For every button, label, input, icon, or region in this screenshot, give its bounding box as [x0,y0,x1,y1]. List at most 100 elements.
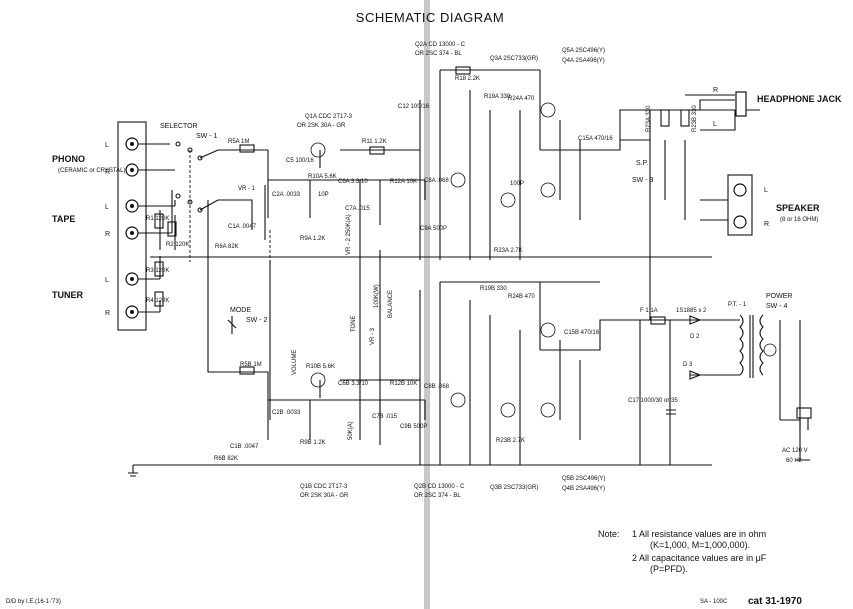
r18-resistor [455,66,471,75]
q2a-label: Q2A CD 13000 - C [415,42,466,48]
diode-spec-label: 1S1885 x 2 [676,308,707,314]
transformer-icon [739,314,764,378]
phono-sublabel: (CERAMIC or CRYSTAL) [58,168,125,174]
q5b-label: Q5B 2SC496(Y) [562,476,605,482]
q4a-transistor-icon [540,182,556,198]
channel-a-wiring [238,69,760,260]
power-wiring [600,319,810,465]
speaker-label: SPEAKER [776,203,820,213]
q3b-transistor-icon [500,402,516,418]
q5a-label: Q5A 2SC496(Y) [562,48,605,54]
c6b-label: C6B 3.3/10 [338,381,369,387]
r3-label: R3 120K [146,268,169,274]
r19a-label: R19A 330 [484,94,511,100]
sw3-label: SW - 3 [632,177,653,184]
footer-catalog: cat 31-1970 [748,596,802,607]
r12a-label: R12A 10K [390,179,417,185]
c2b-label: C2B .0033 [272,410,301,416]
c8b-label: C8B .068 [424,384,450,390]
phono-r-label: R [105,169,110,176]
q5a-transistor-icon [540,102,556,118]
fuse-icon [650,316,666,325]
speaker-l-terminal-icon [733,183,747,197]
c5-label: C5 100/16 [286,158,314,164]
r6a-label: R6A 82K [215,244,239,250]
fuse-label: F 1 1A [640,308,658,314]
r18-label: R18 2.2K [455,76,480,82]
q5b-transistor-icon [540,322,556,338]
footer-model: SA - 100C [700,599,728,605]
c100p-label: 100P [510,181,524,187]
r23b-resistor [680,109,690,127]
hz-label: 60 Hz [786,458,802,464]
c17-capacitor-icon [666,409,676,415]
tuner-label: TUNER [52,290,83,300]
vr1-label: VR - 1 [238,186,256,192]
pt1-label: P.T. - 1 [728,302,747,308]
c8a-label: C8A .068 [424,178,449,184]
power-label: POWER [766,293,792,300]
r24b-label: R24B 470 [508,294,535,300]
q1b-label: Q1B CDC 2T17-3 [300,484,348,490]
r4-label: R4 120K [146,298,169,304]
c2a-label: C2A .0033 [272,192,301,198]
headphone-jack-icon [735,91,747,117]
r6b-label: R6B 82K [214,456,238,462]
hp-r-label: R [713,87,718,94]
speaker-terminal-block [727,174,753,236]
tone-label: TONE [351,315,357,332]
r1-label: R1 120K [146,216,169,222]
q2b-transistor-icon [450,392,466,408]
c6a-label: C6A 3.3/10 [338,179,368,185]
r11-resistor [369,146,385,155]
q3a-label: Q3A 2SC733(GR) [490,56,538,62]
r10b-label: R10B 5.6K [306,364,335,370]
q2b-label: Q2B CD 13000 - C [414,484,465,490]
q2a-transistor-icon [450,172,466,188]
d2-diode-icon [689,315,702,325]
tuner-l-label: L [105,277,109,284]
note-1: 1 All resistance values are in ohm [632,529,766,539]
speaker-sublabel: (8 or 16 OHM) [780,217,818,223]
balance-label: BALANCE [388,290,394,318]
hp-l-label: L [713,121,717,128]
q1b-transistor-icon [310,372,326,388]
selector-switch [175,141,238,262]
sw2-label: SW - 2 [246,317,267,324]
q1a-alt-label: OR 2SK 30A - GR [297,123,346,129]
r24a-label: R24A 470 [508,96,535,102]
vr2-value-label: 50K(A) [348,421,354,440]
pilot-lamp-icon [763,343,777,357]
note-2-detail: (P=PFD). [650,564,688,574]
sp-switch-label: S.P. [636,160,648,167]
r11-label: R11 1.2K [362,139,387,145]
sw1-label: SW - 1 [196,133,217,140]
d3-diode-icon [689,370,702,380]
tape-r-label: R [105,231,110,238]
c1b-label: C1B .0047 [230,444,259,450]
sw4-label: SW - 4 [766,303,787,310]
q4b-transistor-icon [540,402,556,418]
r5a-label: R5A 1M [228,139,249,145]
r23b-small-label: R23B 2.7K [496,438,525,444]
mode-label: MODE [230,307,251,314]
vr3-label: VR - 3 [370,327,376,345]
r5b-resistor [239,366,255,375]
phono-l-label: L [105,142,109,149]
channel-b-transistors [310,322,556,418]
footer-draft-note: D/D by I.E.(16-1-'73) [6,599,61,605]
q4a-label: Q4A 2SA496(Y) [562,58,605,64]
r9a-label: R9A 1.2K [300,236,325,242]
q2b-alt-label: OR 2SC 374 - BL [414,493,461,499]
input-wiring [138,143,176,313]
controls-wiring [264,180,381,440]
note-1-detail: (K=1,000, M=1,000,000). [650,540,750,550]
input-jack-panel [117,121,147,331]
d2-label: D 2 [690,334,700,340]
tuner-r-label: R [105,310,110,317]
phono-label: PHONO [52,154,85,164]
c1a-label: C1A .0047 [228,224,257,230]
q1a-transistor-icon [310,142,326,158]
tape-l-label: L [105,204,109,211]
power-plug-icon [796,407,812,430]
